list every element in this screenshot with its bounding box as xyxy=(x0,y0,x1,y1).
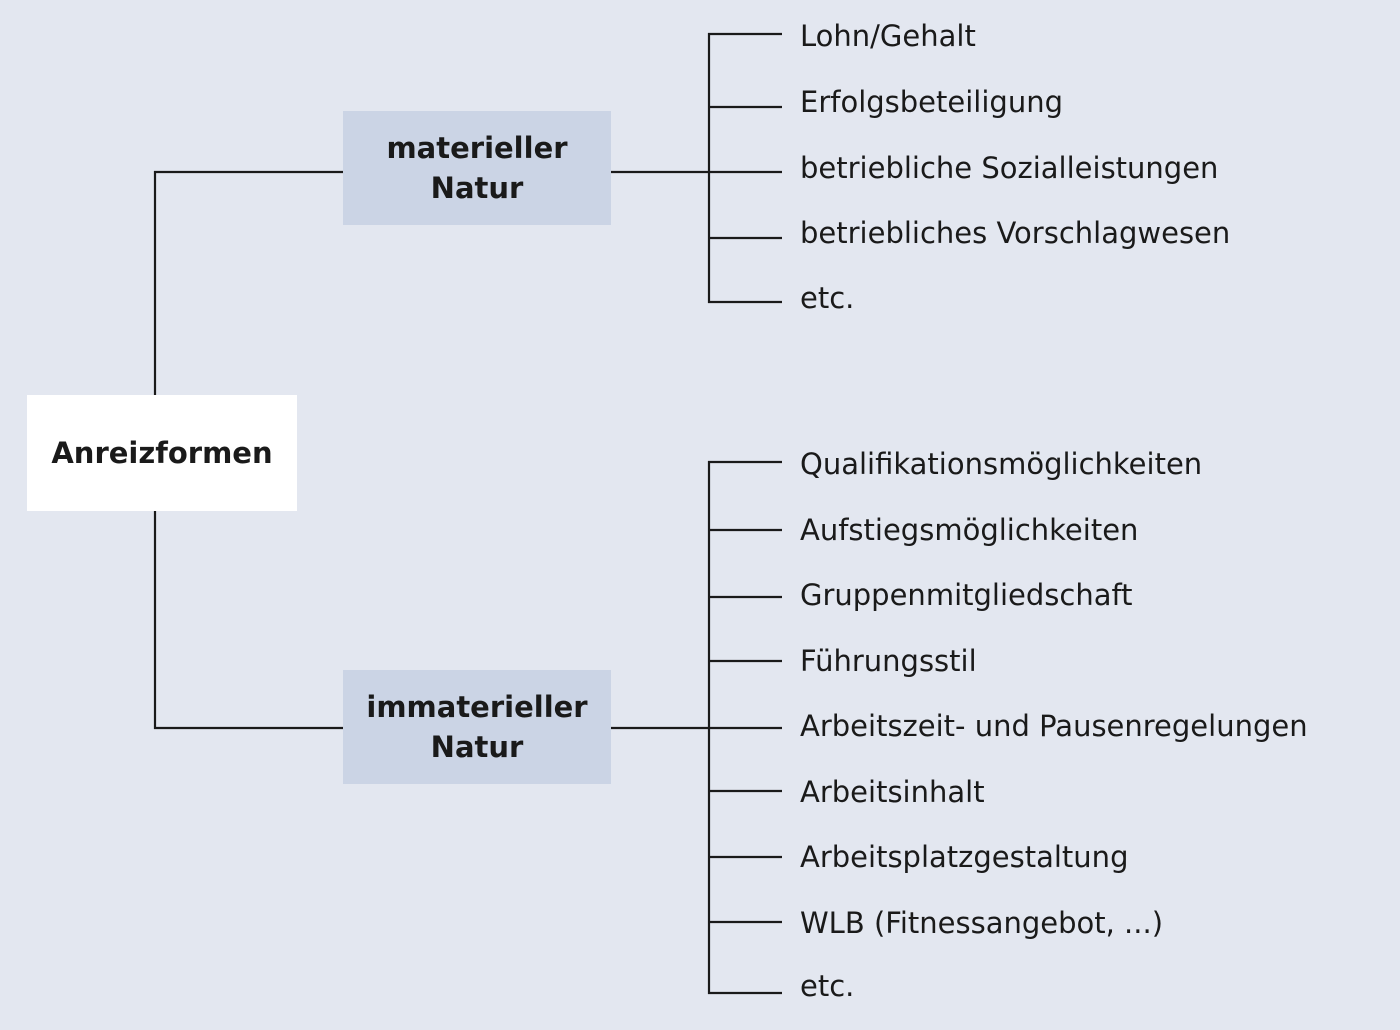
leaf-item: Arbeitsplatzgestaltung xyxy=(800,840,1129,874)
leaf-item: Gruppenmitgliedschaft xyxy=(800,578,1133,612)
leaf-item: WLB (Fitnessangebot, ...) xyxy=(800,906,1164,940)
leaf-item: Aufstiegsmöglichkeiten xyxy=(800,513,1139,547)
branch-node-immaterial: immaterieller Natur xyxy=(343,670,611,784)
leaf-item: betriebliches Vorschlagwesen xyxy=(800,216,1231,250)
leaf-item: Qualifikationsmöglichkeiten xyxy=(800,447,1203,481)
branch-label-line1: immaterieller xyxy=(366,690,588,724)
branch-label-line1: materieller xyxy=(386,131,568,165)
leaf-item: etc. xyxy=(800,969,855,1003)
branch-label-line2: Natur xyxy=(430,171,524,205)
root-node: Anreizformen xyxy=(27,395,297,511)
leaf-item: Führungsstil xyxy=(800,644,977,678)
root-label: Anreizformen xyxy=(51,436,273,470)
leaf-item: Arbeitsinhalt xyxy=(800,775,985,809)
leaf-item: betriebliche Sozialleistungen xyxy=(800,151,1219,185)
leaf-item: Arbeitszeit- und Pausenregelungen xyxy=(800,709,1308,743)
branch-node-material: materieller Natur xyxy=(343,111,611,225)
branch-label-line2: Natur xyxy=(430,730,524,764)
leaf-item: Erfolgsbeteiligung xyxy=(800,85,1063,119)
leaf-item: etc. xyxy=(800,281,855,315)
leaf-item: Lohn/Gehalt xyxy=(800,19,976,53)
